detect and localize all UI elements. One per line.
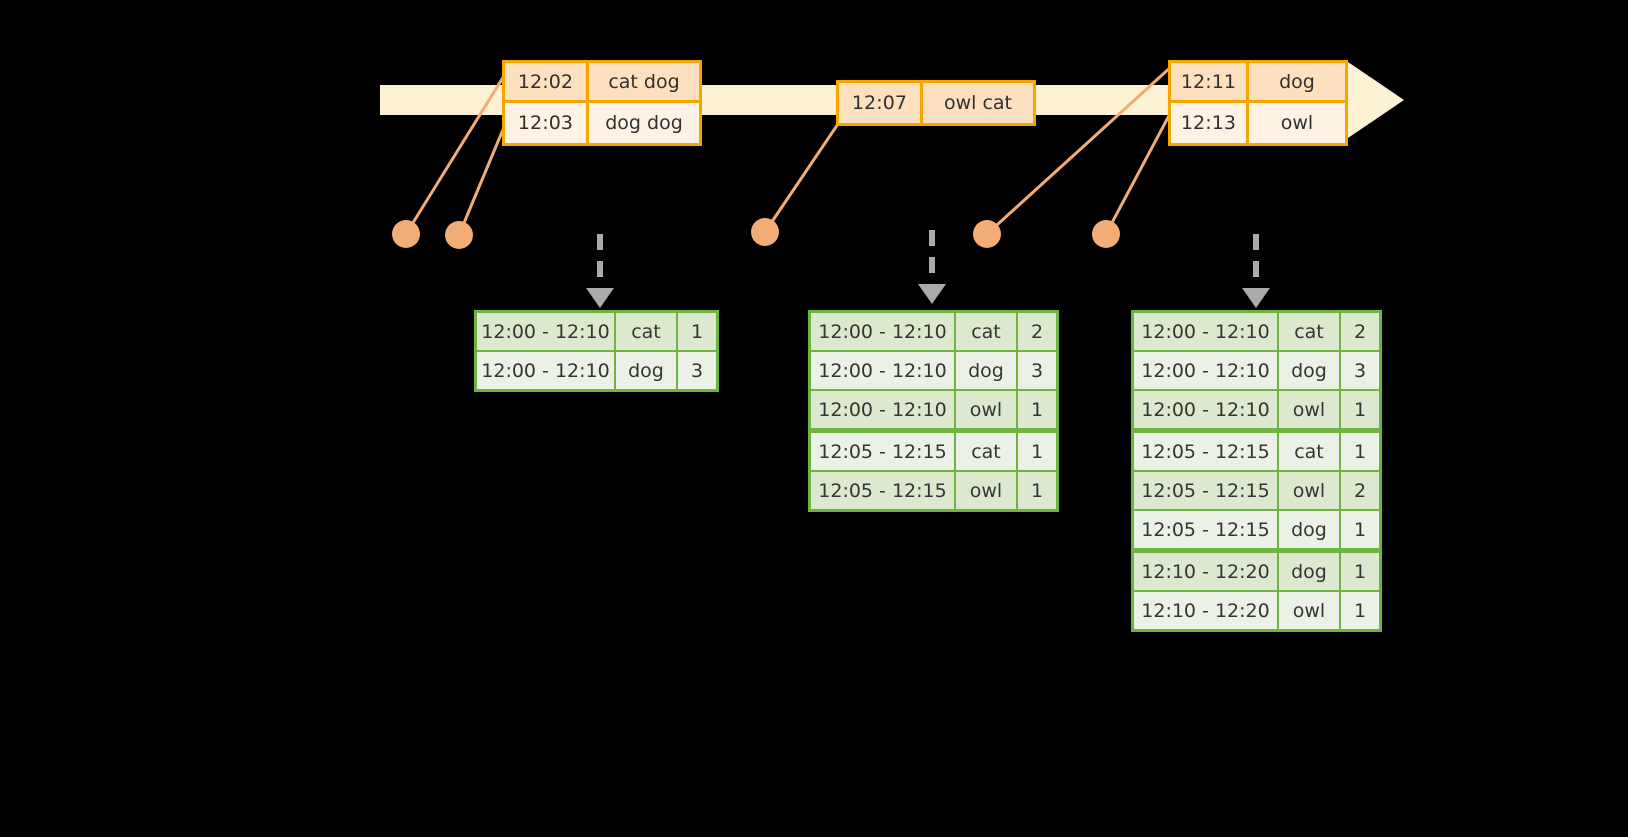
cell-count: 1 <box>1018 472 1056 509</box>
event-time: 12:07 <box>839 83 923 123</box>
cell-count: 3 <box>678 352 716 389</box>
leader-dot-4 <box>973 220 1001 248</box>
leader-dots <box>392 218 1120 249</box>
cell-count: 1 <box>1018 433 1056 470</box>
cell-window: 12:00 - 12:10 <box>1134 352 1277 389</box>
event-time: 12:11 <box>1171 63 1249 100</box>
cell-key: cat <box>956 433 1016 470</box>
cell-key: owl <box>956 472 1016 509</box>
leader-dot-1 <box>392 220 420 248</box>
cell-window: 12:00 - 12:10 <box>1134 391 1277 428</box>
cell-count: 1 <box>1341 391 1379 428</box>
event-value: dog <box>1279 70 1315 93</box>
event-row: 12:11 dog <box>1171 63 1345 103</box>
cell-count: 3 <box>1341 352 1379 389</box>
cell-key: dog <box>616 352 676 389</box>
cell-key: cat <box>1279 433 1339 470</box>
cell-window: 12:00 - 12:10 <box>811 352 954 389</box>
cell-key: owl <box>1279 472 1339 509</box>
event-box-3[interactable]: 12:11 dog 12:13 owl <box>1168 60 1348 146</box>
cell-window: 12:10 - 12:20 <box>1134 553 1277 590</box>
event-box-2[interactable]: 12:07 owl cat <box>836 80 1036 126</box>
cell-window: 12:05 - 12:15 <box>1134 433 1277 470</box>
cell-key: owl <box>956 391 1016 428</box>
cell-key: cat <box>1279 313 1339 350</box>
cell-count: 3 <box>1018 352 1056 389</box>
cell-count: 2 <box>1341 472 1379 509</box>
cell-window: 12:05 - 12:15 <box>811 472 954 509</box>
leader-dot-3 <box>751 218 779 246</box>
cell-window: 12:00 - 12:10 <box>477 313 614 350</box>
cell-window: 12:05 - 12:15 <box>811 433 954 470</box>
event-row: 12:07 owl cat <box>839 83 1033 123</box>
cell-window: 12:10 - 12:20 <box>1134 592 1277 629</box>
leader-dot-2 <box>445 221 473 249</box>
leader-dot-5 <box>1092 220 1120 248</box>
event-value: owl <box>1280 112 1314 134</box>
event-value: cat dog <box>608 70 680 93</box>
event-time: 12:03 <box>505 103 589 143</box>
event-value: owl cat <box>943 92 1013 114</box>
cell-key: owl <box>1279 391 1339 428</box>
cell-count: 2 <box>1341 313 1379 350</box>
flow-arrows <box>597 230 1259 288</box>
cell-count: 1 <box>1341 592 1379 629</box>
cell-window: 12:00 - 12:10 <box>811 313 954 350</box>
event-row: 12:03 dog dog <box>505 103 699 143</box>
event-time: 12:02 <box>505 63 589 100</box>
event-box-1[interactable]: 12:02 cat dog 12:03 dog dog <box>502 60 702 146</box>
cell-key: dog <box>956 352 1016 389</box>
flow-arrow-heads <box>586 284 1270 308</box>
cell-count: 2 <box>1018 313 1056 350</box>
cell-key: cat <box>956 313 1016 350</box>
cell-key: dog <box>1279 352 1339 389</box>
cell-key: dog <box>1279 553 1339 590</box>
cell-key: dog <box>1279 511 1339 548</box>
cell-count: 1 <box>1341 433 1379 470</box>
event-row: 12:13 owl <box>1171 103 1345 143</box>
cell-count: 1 <box>1341 511 1379 548</box>
timeline-graphics-layer <box>380 62 1404 308</box>
event-time: 12:13 <box>1171 103 1249 143</box>
cell-count: 1 <box>1341 553 1379 590</box>
event-value: dog dog <box>605 112 683 134</box>
cell-window: 12:00 - 12:10 <box>1134 313 1277 350</box>
cell-window: 12:05 - 12:15 <box>1134 472 1277 509</box>
cell-count: 1 <box>1018 391 1056 428</box>
cell-count: 1 <box>678 313 716 350</box>
cell-window: 12:00 - 12:10 <box>811 391 954 428</box>
cell-window: 12:05 - 12:15 <box>1134 511 1277 548</box>
cell-key: owl <box>1279 592 1339 629</box>
cell-key: cat <box>616 313 676 350</box>
cell-window: 12:00 - 12:10 <box>477 352 614 389</box>
event-row: 12:02 cat dog <box>505 63 699 103</box>
